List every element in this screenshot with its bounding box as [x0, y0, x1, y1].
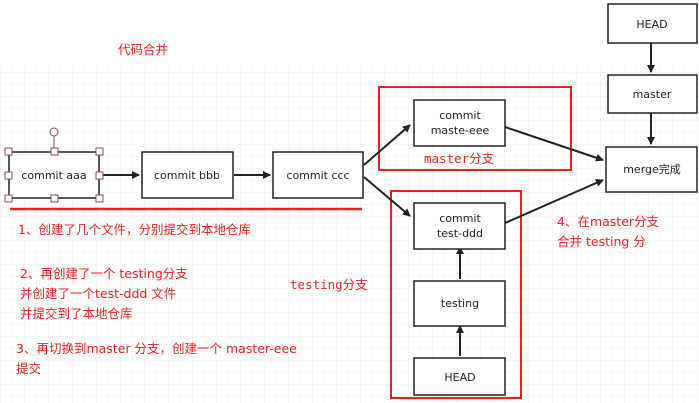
master-branch-node[interactable]: master	[607, 74, 698, 114]
merge-node-label: merge完成	[623, 162, 681, 176]
step2-note-line1: 2、再创建了一个 testing分支	[20, 266, 188, 281]
testing-branch-node[interactable]: testing	[413, 280, 506, 327]
head-top-label: HEAD	[636, 18, 667, 31]
step3-note-line2: 提交	[16, 361, 41, 376]
resize-handle[interactable]	[4, 171, 13, 180]
head-bottom-node[interactable]: HEAD	[413, 357, 506, 396]
testing-branch-box	[390, 190, 522, 399]
resize-handle[interactable]	[95, 147, 104, 156]
resize-handle[interactable]	[95, 194, 104, 203]
grid-background	[0, 66, 699, 403]
master-branch-label: master分支	[424, 151, 495, 166]
arrow-ccc-master-commit	[363, 124, 411, 166]
resize-handle[interactable]	[50, 147, 59, 156]
diagram-title: 代码合并	[118, 42, 168, 57]
head-top-node[interactable]: HEAD	[607, 3, 698, 44]
commit-test-line2: test-ddd	[437, 227, 483, 240]
commit-aaa-label: commit aaa	[21, 169, 86, 182]
commit-bbb-node[interactable]: commit bbb	[141, 151, 234, 199]
commit-master-line2: maste-eee	[431, 124, 490, 137]
commit-aaa-node[interactable]: commit aaa	[8, 151, 100, 199]
resize-handle[interactable]	[4, 194, 13, 203]
step2-note-line3: 并提交到了本地仓库	[20, 306, 133, 321]
arrow-ccc-test-commit	[363, 176, 411, 217]
arrows	[99, 43, 655, 356]
commit-ccc-node[interactable]: commit ccc	[272, 151, 364, 199]
commit-bbb-label: commit bbb	[154, 169, 220, 182]
rotate-handle[interactable]	[49, 127, 59, 137]
testing-branch-label: testing分支	[290, 277, 368, 292]
step4-note-line2: 合并 testing 分	[557, 234, 646, 249]
commit-test-line1: commit	[439, 212, 481, 225]
testing-node-label: testing	[441, 297, 479, 310]
step4-note-line1: 4、在master分支	[557, 214, 660, 229]
master-branch-box	[378, 86, 572, 171]
master-node-label: master	[633, 88, 672, 101]
arrow-master-commit-merge	[504, 126, 604, 162]
commit-ccc-label: commit ccc	[286, 169, 349, 182]
commit-test-ddd-node[interactable]: commit test-ddd	[413, 202, 506, 250]
step1-note: 1、创建了几个文件，分别提交到本地仓库	[18, 222, 251, 237]
commit-master-eee-node[interactable]: commit maste-eee	[413, 99, 506, 147]
step2-note-line2: 并创建了一个test-ddd 文件	[20, 286, 176, 301]
step3-note-line1: 3、再切换到master 分支，创建一个 master-eee	[16, 341, 297, 356]
selection-handles[interactable]	[4, 127, 104, 203]
arrow-test-commit-merge	[504, 179, 604, 224]
resize-handle[interactable]	[50, 194, 59, 203]
merge-complete-node[interactable]: merge完成	[605, 146, 698, 193]
head-bottom-label: HEAD	[444, 371, 475, 384]
resize-handle[interactable]	[4, 147, 13, 156]
commit-master-line1: commit	[439, 109, 481, 122]
resize-handle[interactable]	[95, 171, 104, 180]
